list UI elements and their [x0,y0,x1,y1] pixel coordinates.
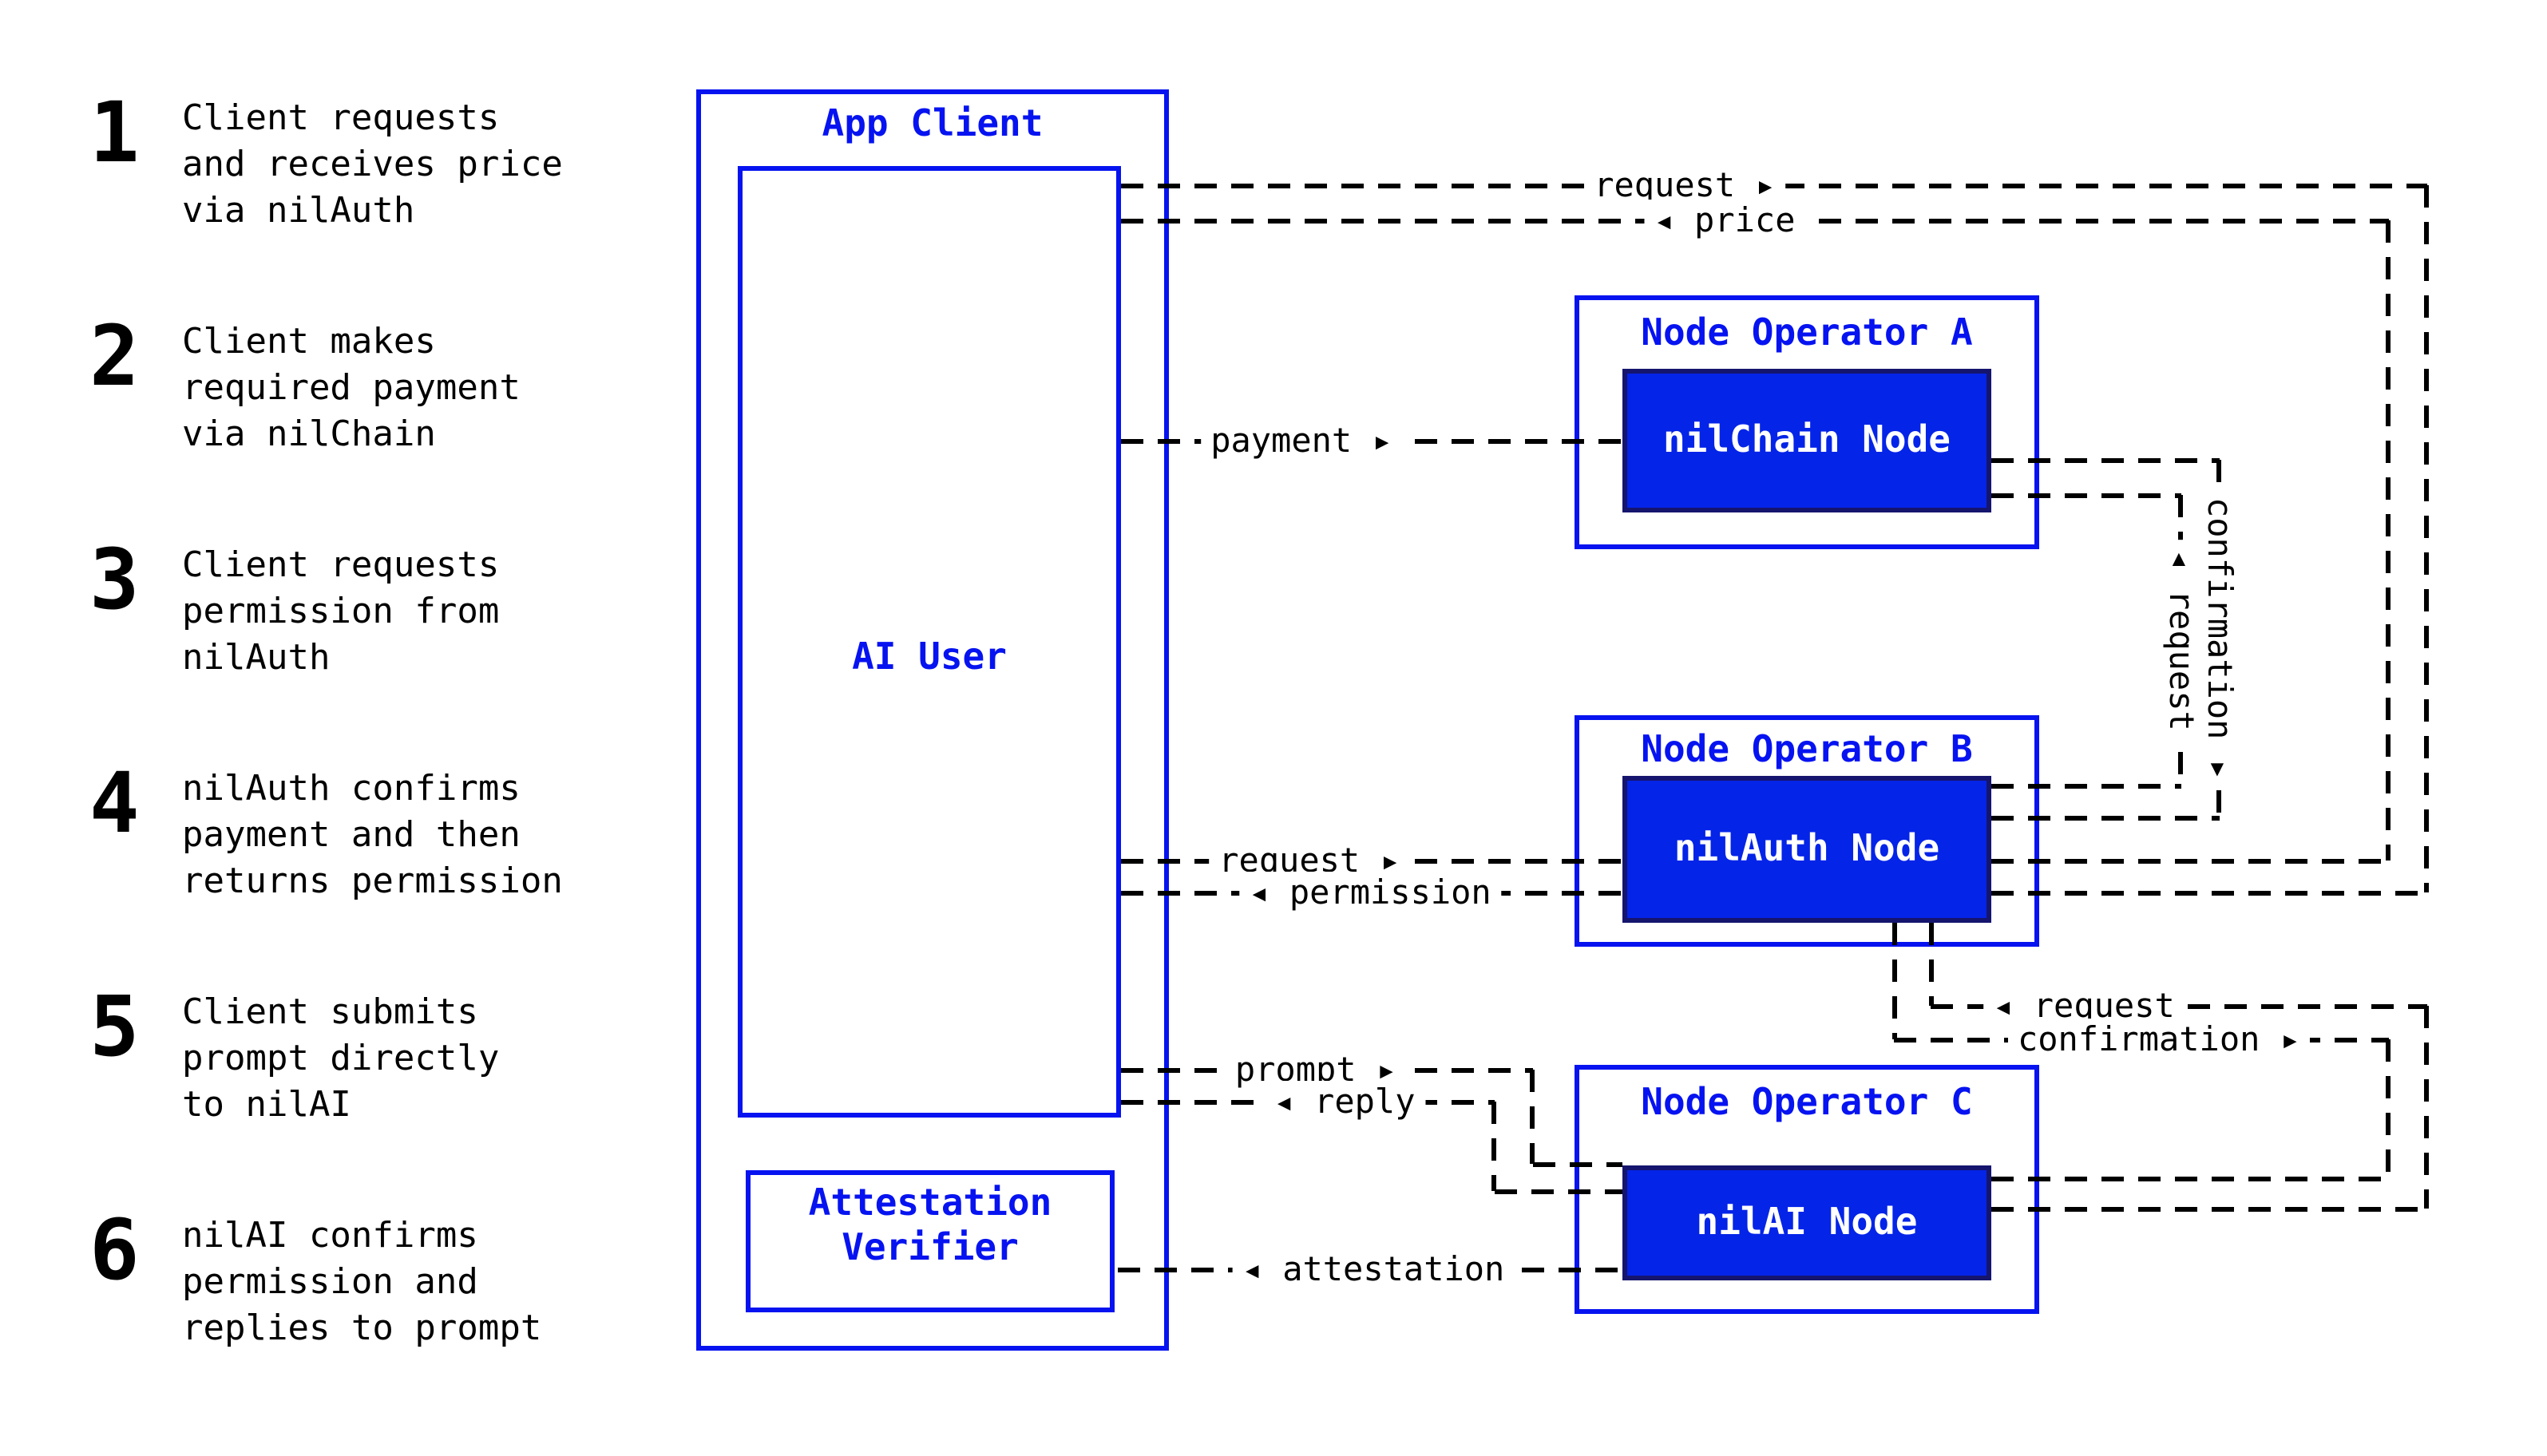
nilai-node: nilAI Node [1622,1165,1991,1280]
step-6-line-2: permission and [182,1263,478,1303]
step-4-line-3: returns permission [182,862,563,902]
nilauth-node: nilAuth Node [1622,776,1991,923]
step-3-number: 3 [89,533,140,629]
step-3-line-2: permission from [182,592,500,632]
edge-request-bc-up-v [1929,923,1934,1006]
step-5-line-2: prompt directly [182,1039,500,1079]
label-request-top: request ▸ [1584,164,1785,206]
label-payment: payment ▸ [1201,420,1402,461]
step-5-line-3: to nilAI [182,1086,351,1126]
step-2-number: 2 [89,310,140,406]
edge-confirmation-bc-down-v [1892,923,1897,1039]
edge-request-right-v [2424,185,2429,892]
edge-prompt-in-h [1533,1162,1622,1167]
step-6-line-3: replies to prompt [182,1309,542,1349]
step-5-number: 5 [89,980,140,1076]
nilchain-node: nilChain Node [1622,369,1991,512]
edge-confirmation-b-down-h [1991,816,2220,821]
attestation-verifier-line2: Verifier [842,1228,1019,1269]
edge-request-c-out-h [1991,1207,2427,1212]
step-2-text: Client makes required payment via nilCha… [182,319,521,458]
node-operator-a-title: Node Operator A [1641,313,1973,354]
edge-prompt-v [1530,1070,1535,1164]
ai-user-box [738,166,1121,1118]
label-confirmation-ab-vertical: confirmation ▸ [2199,487,2240,790]
edge-price-right-v [2386,220,2391,861]
step-1-line-1: Client requests [182,99,500,139]
step-2-line-1: Client makes [182,322,436,362]
edge-confirmation-bc-right-v [2386,1039,2391,1178]
step-5-text: Client submits prompt directly to nilAI [182,990,499,1129]
step-6-line-1: nilAI confirms [182,1217,478,1256]
step-1-text: Client requests and receives price via n… [182,96,563,235]
edge-request-a-in-h [1991,493,2181,498]
node-operator-b-title: Node Operator B [1641,730,1973,771]
edge-reply-v [1491,1102,1496,1191]
attestation-verifier-label: Attestation Verifier [746,1181,1115,1271]
label-price: ◂ price [1644,200,1805,241]
label-confirmation-bc: confirmation ▸ [2007,1019,2311,1060]
app-client-title: App Client [822,104,1044,145]
ai-user-label: AI User [852,637,1007,679]
edge-confirmation-c-in-h [1991,1177,2389,1181]
step-1-line-2: and receives price [182,145,563,185]
step-2-line-2: required payment [182,369,521,409]
attestation-verifier-line1: Attestation [808,1183,1052,1225]
node-operator-c-title: Node Operator C [1641,1082,1973,1124]
step-3-text: Client requests permission from nilAuth [182,543,499,682]
label-attestation: ◂ attestation [1232,1248,1515,1290]
step-2-line-3: via nilChain [182,415,436,455]
edge-request-b-up-h [1991,784,2181,789]
label-request-ab-vertical: ◂ request [2161,540,2202,741]
edge-request-b-right-h [1991,891,2427,896]
label-permission: ◂ permission [1239,872,1501,913]
step-4-line-1: nilAuth confirms [182,770,521,809]
step-6-number: 6 [89,1204,140,1300]
edge-price-b-right-h [1991,859,2389,864]
step-4-text: nilAuth confirms payment and then return… [182,766,563,905]
step-3-line-3: nilAuth [182,639,331,679]
label-reply: ◂ reply [1264,1081,1425,1122]
step-1-line-3: via nilAuth [182,192,415,231]
attestation-verifier-box [746,1170,1115,1312]
step-5-line-1: Client submits [182,993,478,1033]
edge-reply-out-h [1495,1189,1622,1194]
step-4-number: 4 [89,757,140,853]
step-4-line-2: payment and then [182,816,521,856]
edge-confirmation-a-out-h [1991,458,2220,463]
step-1-number: 1 [89,86,140,182]
step-6-text: nilAI confirms permission and replies to… [182,1213,541,1352]
step-3-line-1: Client requests [182,546,500,586]
edge-request-bc-right-v [2424,1006,2429,1209]
